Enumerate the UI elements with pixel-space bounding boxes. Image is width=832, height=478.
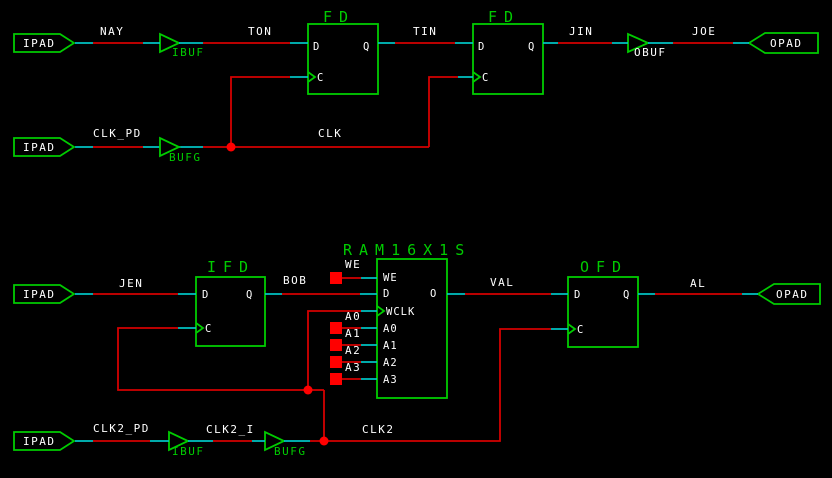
net-label-a2[interactable]: A2 <box>345 344 361 357</box>
net-label-a0[interactable]: A0 <box>345 310 361 323</box>
bufg-top-symbol[interactable] <box>159 136 182 158</box>
ram-pin-a0: A0 <box>383 323 398 335</box>
ofd-pin-c: C <box>577 324 584 336</box>
fd1-flipflop[interactable]: FD D Q C <box>307 8 379 95</box>
ibuf-bottom-label: IBUF <box>172 445 205 458</box>
ofd-title: OFD <box>580 258 628 276</box>
ipad-symbol-jen[interactable] <box>13 284 76 304</box>
net-label-jen[interactable]: JEN <box>119 277 143 290</box>
fd2-title: FD <box>488 8 520 26</box>
opad-symbol-bottom[interactable] <box>756 283 821 305</box>
net-label-clk2-i[interactable]: CLK2_I <box>206 423 255 436</box>
ifd-body[interactable] <box>195 276 266 347</box>
ofd-flipflop[interactable]: OFD D Q C <box>567 258 639 348</box>
fd1-clock-wedge-icon <box>307 71 317 83</box>
top-circuit: IPAD OPAD IBUF OBUF FD D Q C FD D Q C <box>13 8 819 164</box>
fd1-title: FD <box>323 8 355 26</box>
fd1-pin-d: D <box>313 41 320 53</box>
ofd-pin-q: Q <box>623 289 630 301</box>
fd2-body[interactable] <box>472 23 544 95</box>
clock-pin-stubs-bottom[interactable] <box>178 310 568 330</box>
net-label-clk-pd[interactable]: CLK_PD <box>93 127 142 140</box>
bottom-circuit: IPAD OPAD IPAD IFD D Q C RAM16X1S WE D W… <box>13 241 821 458</box>
net-label-tin[interactable]: TIN <box>413 25 437 38</box>
ifd-flipflop[interactable]: IFD D Q C <box>195 258 266 347</box>
net-label-clk2-pd[interactable]: CLK2_PD <box>93 422 150 435</box>
fd2-flipflop[interactable]: FD D Q C <box>472 8 544 95</box>
ram-pin-o: O <box>430 288 437 300</box>
net-label-a1[interactable]: A1 <box>345 327 361 340</box>
ofd-clock-wedge-icon <box>567 323 577 335</box>
fd2-pin-d: D <box>478 41 485 53</box>
ram-pin-d: D <box>383 288 390 300</box>
we-net-marker[interactable] <box>330 272 342 284</box>
ifd-pin-q: Q <box>246 289 253 301</box>
ifd-clock-wedge-icon <box>195 322 205 334</box>
ram-pin-a2: A2 <box>383 357 398 369</box>
ipad-symbol-top[interactable] <box>13 33 76 53</box>
net-label-ton[interactable]: TON <box>248 25 272 38</box>
fd2-pin-c: C <box>482 72 489 84</box>
ofd-pin-d: D <box>574 289 581 301</box>
net-label-bob[interactable]: BOB <box>283 274 307 287</box>
a2-net-marker[interactable] <box>330 356 342 368</box>
net-label-al[interactable]: AL <box>690 277 706 290</box>
obuf-label: OBUF <box>634 46 667 59</box>
ipad-clk-label: IPAD <box>23 141 56 154</box>
ipad-top-label: IPAD <box>23 37 56 50</box>
opad-bottom-label: OPAD <box>776 288 809 301</box>
a3-net-marker[interactable] <box>330 373 342 385</box>
ram-title: RAM16X1S <box>343 241 471 259</box>
ram16x1s-component[interactable]: RAM16X1S WE D WCLK A0 A1 A2 A3 O <box>343 241 471 399</box>
clk-junction-dot[interactable] <box>226 142 236 152</box>
fd1-body[interactable] <box>307 23 379 95</box>
fd1-pin-q: Q <box>363 41 370 53</box>
ram-clock-wedge-icon <box>376 305 386 317</box>
net-label-a3[interactable]: A3 <box>345 361 361 374</box>
net-label-we[interactable]: WE <box>345 258 361 271</box>
bufg-top-label: BUFG <box>169 151 202 164</box>
ipad-symbol-clk[interactable] <box>13 137 76 157</box>
ifd-pin-d: D <box>202 289 209 301</box>
opad-top-label: OPAD <box>770 37 803 50</box>
net-clk2-wire[interactable] <box>117 310 551 442</box>
net-label-clk[interactable]: CLK <box>318 127 342 140</box>
ram-pin-a3: A3 <box>383 374 398 386</box>
ibuf-top-label: IBUF <box>172 46 205 59</box>
net-label-jin[interactable]: JIN <box>569 25 593 38</box>
fd2-pin-q: Q <box>528 41 535 53</box>
bufg-bottom-label: BUFG <box>274 445 307 458</box>
clk2-junction-dot-upper[interactable] <box>303 385 313 395</box>
ipad-jen-label: IPAD <box>23 288 56 301</box>
opad-symbol-top[interactable] <box>747 32 819 54</box>
a0-net-marker[interactable] <box>330 322 342 334</box>
ram-pin-we: WE <box>383 272 398 284</box>
net-label-nay[interactable]: NAY <box>100 25 124 38</box>
ram-input-pin-stubs[interactable] <box>361 277 377 380</box>
ipad-symbol-clk2[interactable] <box>13 431 76 451</box>
ifd-pin-c: C <box>205 323 212 335</box>
ipad-clk2-label: IPAD <box>23 435 56 448</box>
ram-input-marker-wires[interactable] <box>342 277 361 380</box>
fd2-clock-wedge-icon <box>472 71 482 83</box>
ram-pin-wclk: WCLK <box>386 306 415 318</box>
net-clk-wire[interactable] <box>203 76 458 148</box>
fd1-pin-c: C <box>317 72 324 84</box>
a1-net-marker[interactable] <box>330 339 342 351</box>
net-label-val[interactable]: VAL <box>490 276 514 289</box>
ifd-title: IFD <box>207 258 255 276</box>
ram-pin-a1: A1 <box>383 340 398 352</box>
ofd-body[interactable] <box>567 276 639 348</box>
clk2-junction-dot-lower[interactable] <box>319 436 329 446</box>
net-label-joe[interactable]: JOE <box>692 25 716 38</box>
net-label-clk2[interactable]: CLK2 <box>362 423 395 436</box>
